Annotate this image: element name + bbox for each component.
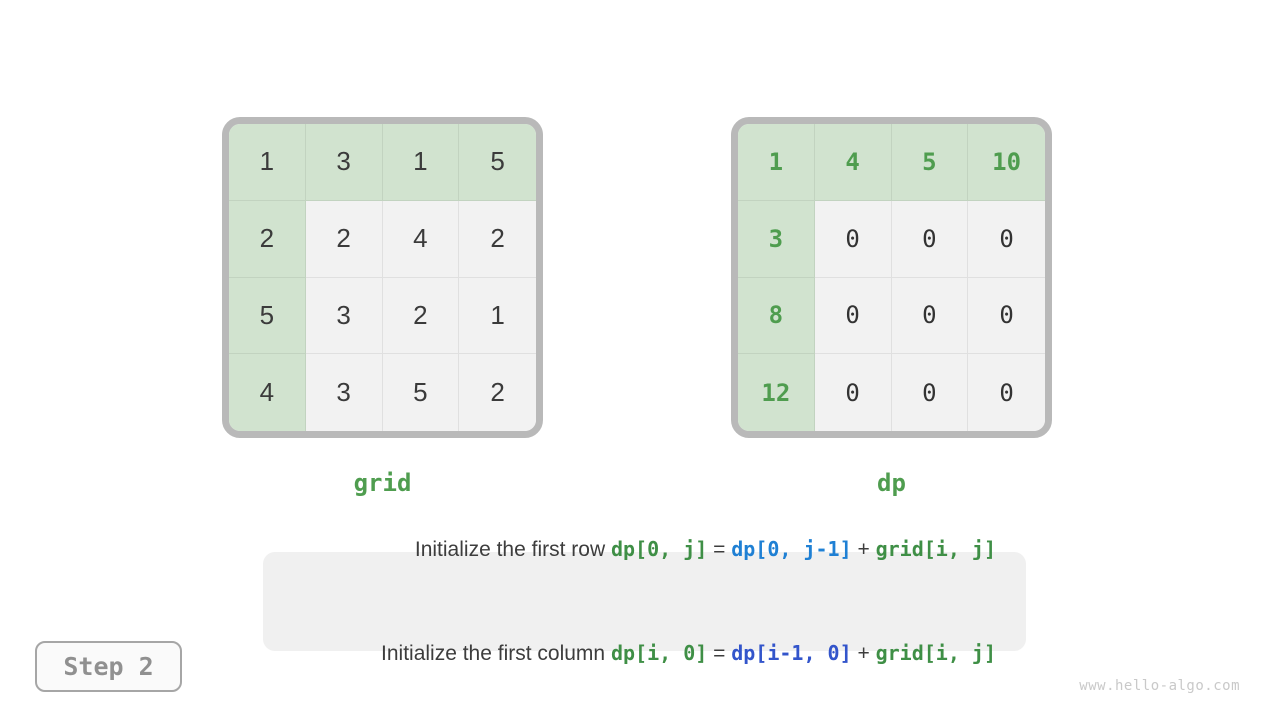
- grid-cell-2-3: 1: [459, 277, 536, 355]
- caption-line-first-column: Initialize the first column dp[i, 0] = d…: [346, 608, 996, 699]
- grid-cell-3-3: 2: [459, 354, 536, 431]
- dp-matrix-cells: 1 4 5 10 3 0 0 0 8 0 0 0 12 0 0 0: [738, 124, 1045, 431]
- grid-cell-3-0: 4: [229, 354, 306, 431]
- dp-cell-1-1: 0: [814, 200, 892, 278]
- equals-sign: =: [707, 642, 732, 665]
- grid-cell-1-2: 4: [382, 200, 460, 278]
- dp-cell-1-3: 0: [968, 200, 1045, 278]
- grid-cell-2-2: 2: [382, 277, 460, 355]
- watermark: www.hello-algo.com: [1079, 678, 1240, 694]
- dp-cell-2-1: 0: [814, 277, 892, 355]
- grid-cell-1-3: 2: [459, 200, 536, 278]
- dp-cell-0-0: 1: [738, 124, 815, 201]
- dp-cell-0-2: 5: [891, 124, 969, 201]
- step-badge-label: Step 2: [63, 652, 154, 681]
- dp-cell-3-3: 0: [968, 354, 1045, 431]
- dp-matrix: 1 4 5 10 3 0 0 0 8 0 0 0 12 0 0 0: [731, 117, 1052, 438]
- dp-cell-2-0: 8: [738, 277, 815, 355]
- step-badge: Step 2: [35, 641, 182, 692]
- dp-cell-2-2: 0: [891, 277, 969, 355]
- caption-line-first-row: Initialize the first row dp[0, j] = dp[0…: [380, 504, 996, 595]
- dp-cell-1-0: 3: [738, 200, 815, 278]
- plus-sign: +: [851, 538, 876, 561]
- grid-cell-2-0: 5: [229, 277, 306, 355]
- grid-cell-0-3: 5: [459, 124, 536, 201]
- dp-cell-3-1: 0: [814, 354, 892, 431]
- caption-text: Initialize the first row: [414, 538, 611, 561]
- caption-text: Initialize the first column: [381, 642, 611, 665]
- dp-cell-3-2: 0: [891, 354, 969, 431]
- grid-cell-3-1: 3: [305, 354, 383, 431]
- code-grid-ij: grid[i, j]: [875, 641, 996, 665]
- caption-box: Initialize the first row dp[0, j] = dp[0…: [263, 537, 1026, 665]
- grid-cell-0-2: 1: [382, 124, 460, 201]
- dp-cell-1-2: 0: [891, 200, 969, 278]
- grid-cell-1-0: 2: [229, 200, 306, 278]
- code-dp-first-row: dp[0, j]: [610, 537, 708, 561]
- grid-matrix-cells: 1 3 1 5 2 2 4 2 5 3 2 1 4 3 5 2: [229, 124, 536, 431]
- dp-cell-2-3: 0: [968, 277, 1045, 355]
- code-dp-prev-col: dp[0, j-1]: [731, 537, 852, 561]
- grid-matrix: 1 3 1 5 2 2 4 2 5 3 2 1 4 3 5 2: [222, 117, 543, 438]
- plus-sign: +: [851, 642, 876, 665]
- grid-cell-0-1: 3: [305, 124, 383, 201]
- equals-sign: =: [707, 538, 732, 561]
- dp-cell-0-3: 10: [968, 124, 1045, 201]
- dp-cell-0-1: 4: [814, 124, 892, 201]
- grid-cell-0-0: 1: [229, 124, 306, 201]
- code-dp-first-col: dp[i, 0]: [610, 641, 708, 665]
- grid-cell-2-1: 3: [305, 277, 383, 355]
- dp-matrix-label: dp: [877, 469, 906, 497]
- grid-cell-1-1: 2: [305, 200, 383, 278]
- dp-cell-3-0: 12: [738, 354, 815, 431]
- grid-cell-3-2: 5: [382, 354, 460, 431]
- grid-matrix-label: grid: [353, 469, 412, 497]
- code-dp-prev-row: dp[i-1, 0]: [731, 641, 852, 665]
- code-grid-ij: grid[i, j]: [875, 537, 996, 561]
